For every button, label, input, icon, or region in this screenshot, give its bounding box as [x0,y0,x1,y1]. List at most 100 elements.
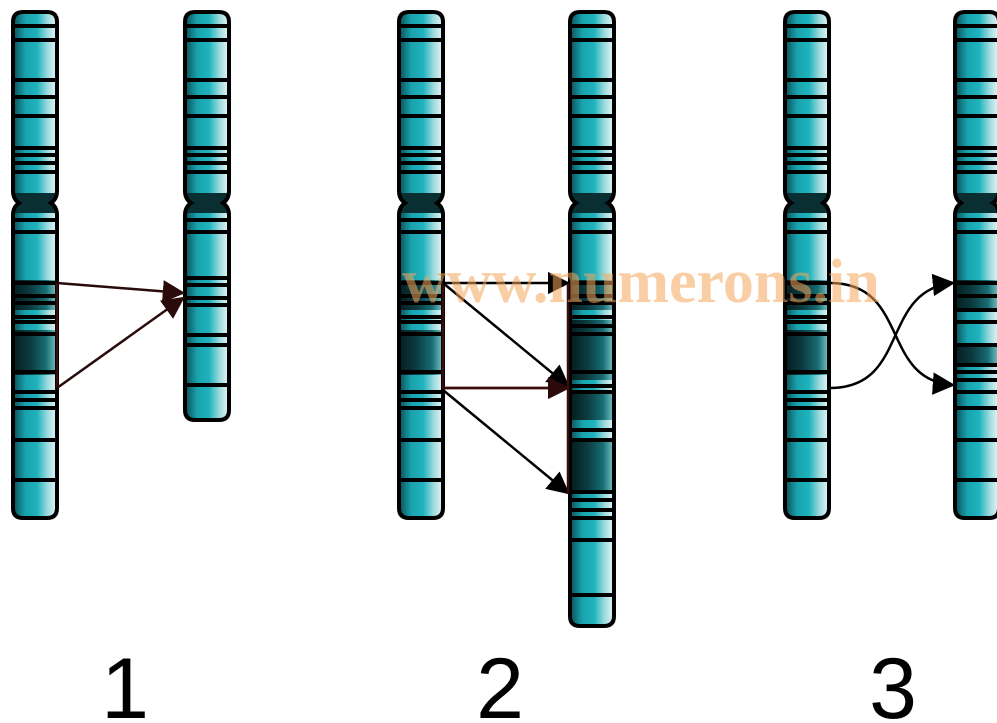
band-line [185,114,229,118]
band-line [785,332,829,336]
band-line [399,230,443,234]
chromosome-outline [953,10,997,520]
chromosome-body [785,12,829,518]
dark-band [570,390,614,420]
band-line [785,153,829,157]
centromere [570,193,614,213]
chromosome-body [399,12,443,518]
band-line [570,332,614,336]
band-line [785,294,829,298]
band-line [955,95,997,99]
band-line [785,398,829,402]
band-line [13,398,57,402]
band-line [570,95,614,99]
band-line [955,24,997,28]
chromosome-5 [783,10,831,520]
band-line [570,170,614,174]
band-line [399,146,443,150]
band-line [785,320,829,324]
band-line [399,281,443,285]
band-line [13,24,57,28]
band-line [785,95,829,99]
band-line [955,78,997,82]
band-line [785,161,829,165]
band-line [185,276,229,280]
dark-band [570,440,614,490]
band-line [185,161,229,165]
chromosome-body [570,12,614,626]
band-line [399,398,443,402]
arrow [442,389,570,495]
band-line [570,593,614,597]
arrow [56,296,185,390]
band-line [13,153,57,157]
band-line [570,490,614,494]
band-line [185,24,229,28]
band-line [13,406,57,410]
band-line [399,170,443,174]
chromosome-6 [953,10,997,520]
band-line [955,161,997,165]
band-line [570,370,614,374]
band-line [185,296,229,300]
arrow-curve [829,281,956,395]
band-line [570,438,614,442]
band-line [13,95,57,99]
band-line [955,438,997,442]
chromosome-1 [11,10,59,520]
centromere [13,193,57,213]
band-line [955,281,997,285]
band-line [785,438,829,442]
connector-layer [55,271,956,495]
band-line [570,78,614,82]
band-line [13,281,57,285]
band-line [399,153,443,157]
band-line [13,315,57,319]
band-line [955,390,997,394]
band-line [955,308,997,312]
band-line [785,281,829,285]
band-line [570,153,614,157]
chromosome-outline [568,10,616,628]
band-line [785,478,829,482]
band-line [785,315,829,319]
band-line [570,301,614,305]
band-line [185,95,229,99]
band-line [570,281,614,285]
band-line [785,78,829,82]
centromere [785,193,829,213]
band-line [955,294,997,298]
panel-label-1: 1 [101,641,149,723]
chromosome-3 [397,10,445,520]
band-line [955,478,997,482]
band-line [955,343,997,347]
band-line [955,370,997,374]
band-line [955,406,997,410]
band-line [13,230,57,234]
band-line [399,370,443,374]
band-line [955,218,997,222]
band-line [399,78,443,82]
band-line [185,38,229,42]
chromosome-4 [568,10,616,628]
band-line [570,498,614,502]
band-line [570,428,614,432]
band-line [13,301,57,305]
band-line [399,478,443,482]
band-line [399,38,443,42]
band-line [13,114,57,118]
band-line [785,390,829,394]
band-line [185,383,229,387]
band-line [13,320,57,324]
chromosome-body [955,12,997,518]
chromosome-outline [183,10,231,422]
band-line [955,230,997,234]
panel-label-3: 3 [869,641,917,723]
band-line [785,370,829,374]
arrow-curve [829,273,956,390]
arrow [442,282,570,388]
band-line [399,301,443,305]
band-line [13,438,57,442]
band-line [955,363,997,367]
band-line [185,343,229,347]
